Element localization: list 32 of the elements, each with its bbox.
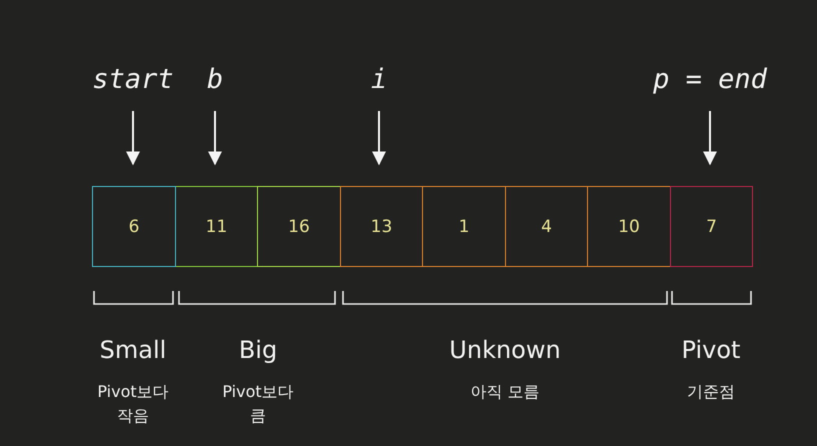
cell-value: 7: [706, 216, 717, 236]
group-description: Pivot보다 작음: [96, 381, 170, 427]
cell-value: 4: [541, 216, 552, 236]
group-title: Small: [100, 338, 166, 362]
arrow: [372, 111, 386, 166]
group-description: 기준점: [686, 381, 736, 403]
arrow: [703, 111, 717, 166]
pointer-label: i: [370, 66, 388, 93]
array-cell: [257, 186, 341, 267]
array-cell: [505, 186, 588, 267]
cell-value: 13: [370, 216, 392, 236]
cell-value: 16: [288, 216, 310, 236]
pointer-label: p = end: [653, 66, 767, 93]
cell-value: 10: [618, 216, 640, 236]
group-description: Pivot보다 큼: [221, 381, 295, 427]
group-title: Big: [238, 338, 278, 362]
array-cell: [175, 186, 258, 267]
array-cell: [340, 186, 423, 267]
group-description: 아직 모름: [469, 381, 541, 403]
group-title: Pivot: [682, 338, 740, 362]
array-cell: [670, 186, 753, 267]
array-cell: [92, 186, 176, 267]
cell-value: 6: [128, 216, 140, 236]
pointer-label: start: [92, 66, 174, 93]
array-cell: [587, 186, 671, 267]
cell-value: 1: [458, 216, 470, 236]
array-cell: [422, 186, 506, 267]
group-title: Unknown: [449, 338, 561, 362]
arrow: [126, 111, 140, 166]
cell-value: 11: [206, 216, 228, 236]
arrow: [208, 111, 222, 166]
pointer-label: b: [206, 66, 224, 93]
